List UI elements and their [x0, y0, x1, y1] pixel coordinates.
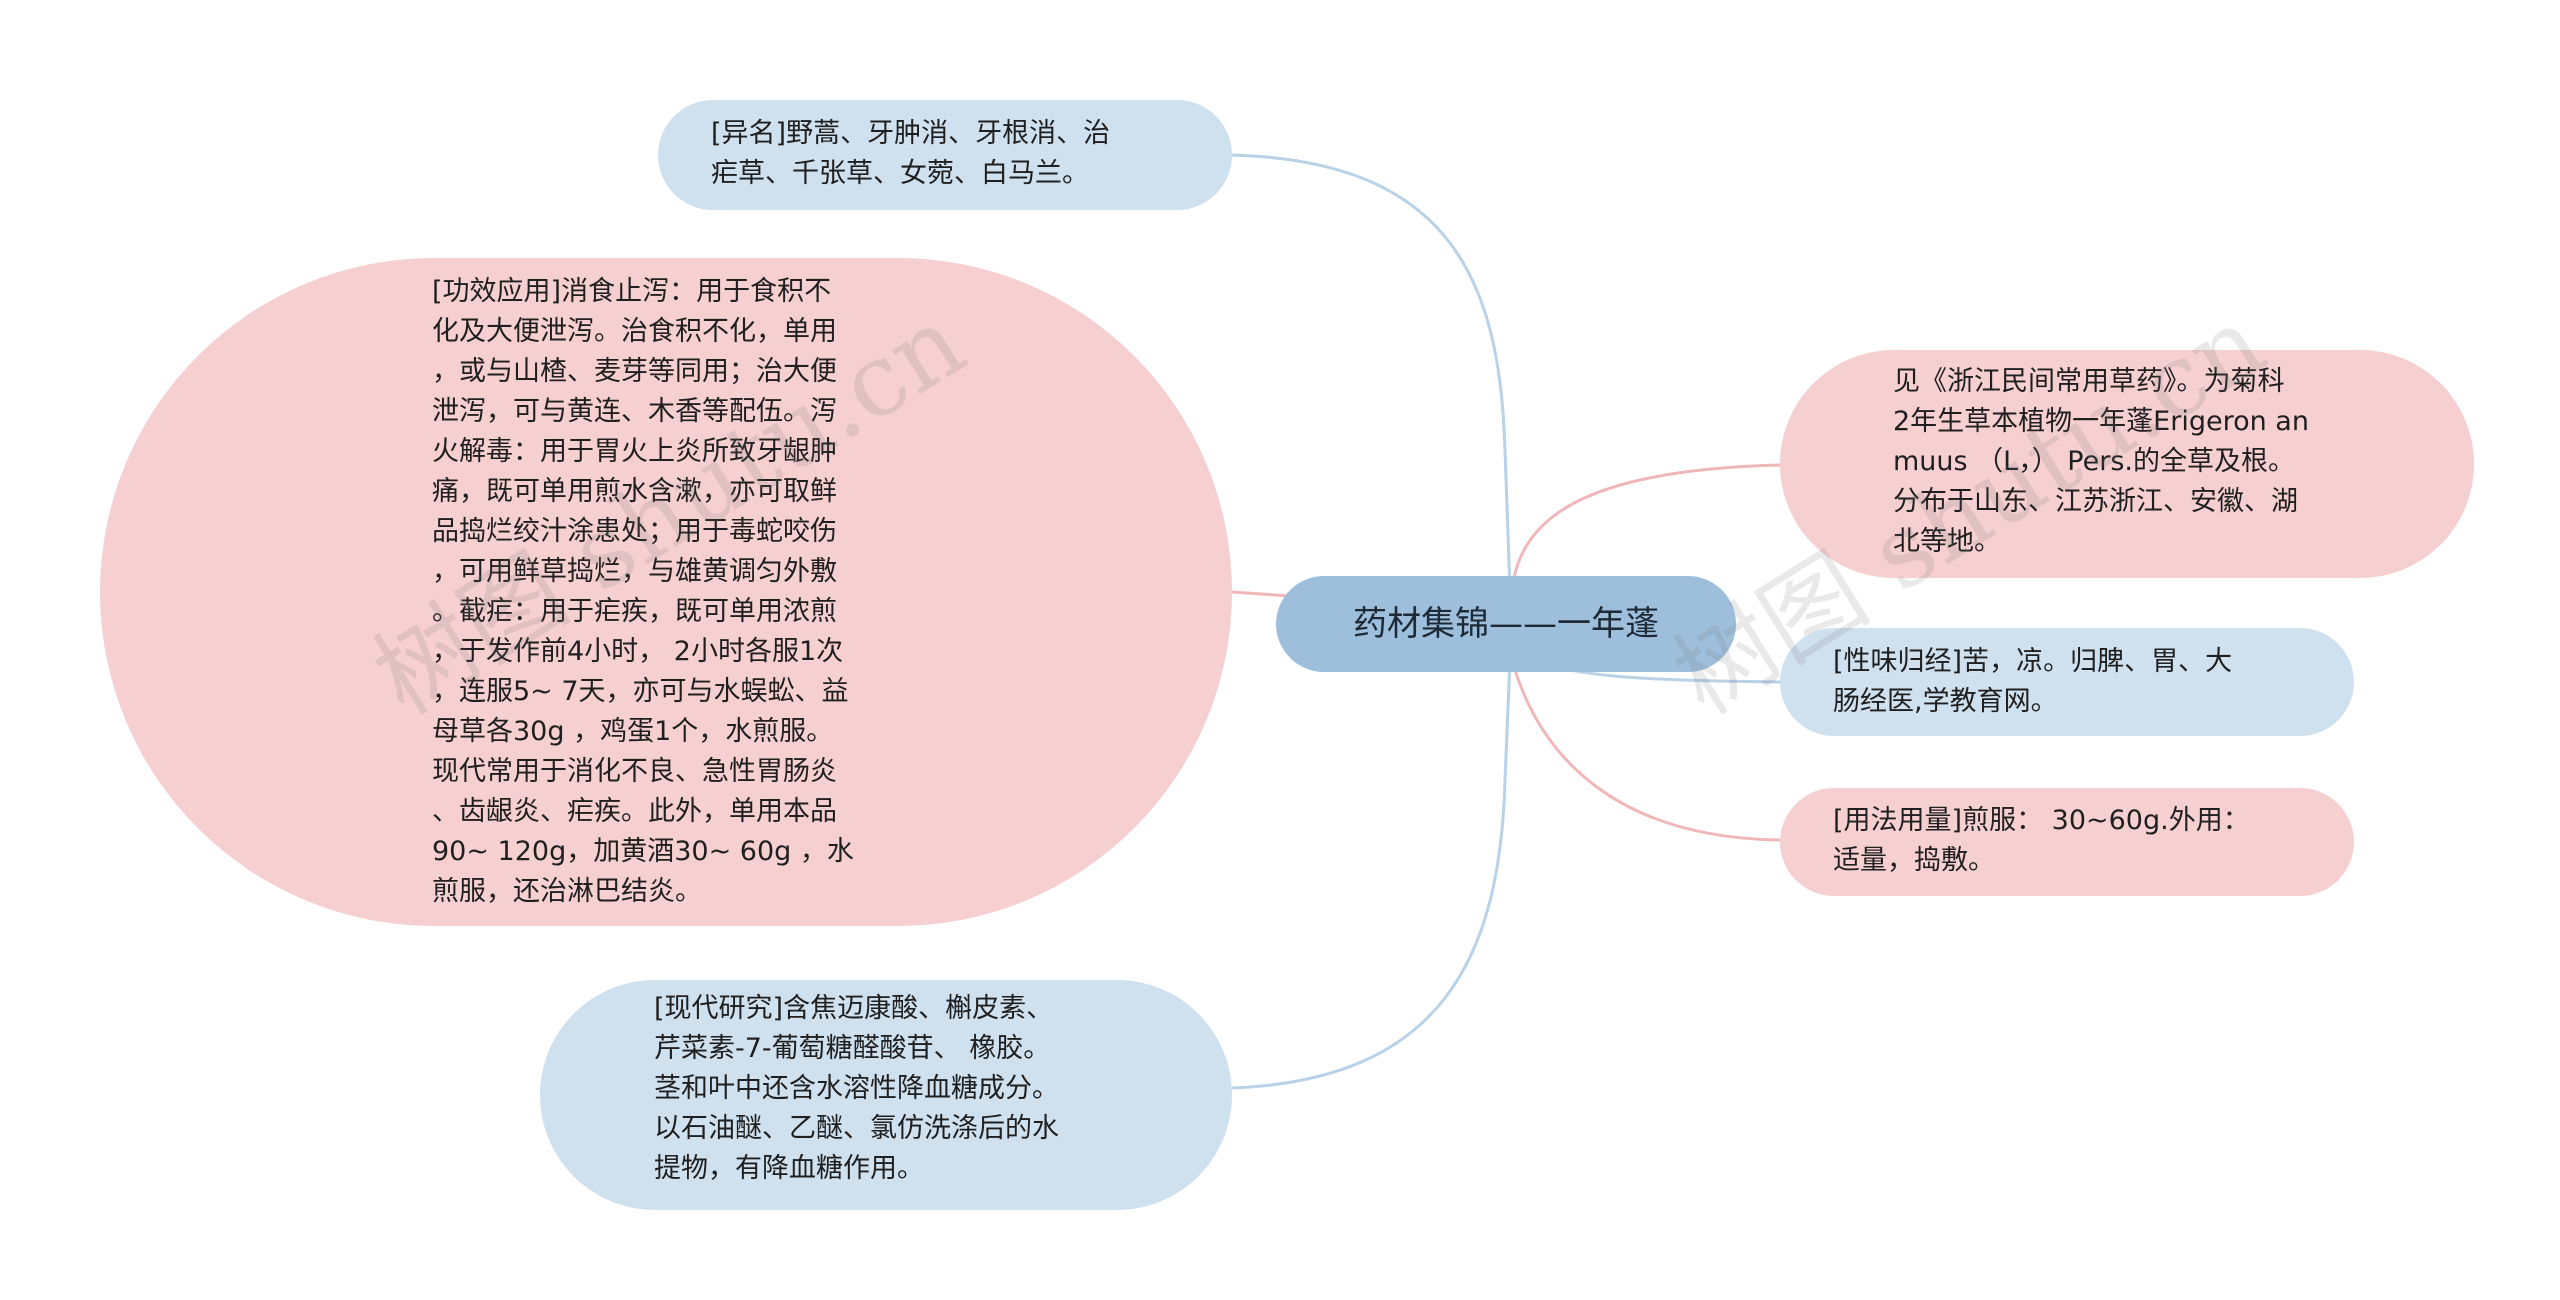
node-nature[interactable]: [性味归经]苦，凉。归脾、胃、大 肠经医,学教育网。 [1780, 628, 2354, 736]
node-research[interactable]: [现代研究]含焦迈康酸、槲皮素、 芹菜素-7-葡萄糖醛酸苷、 橡胶。 茎和叶中还… [540, 980, 1232, 1210]
node-alias-text: [异名]野蒿、牙肿消、牙根消、治 疟草、千张草、女菀、白马兰。 [711, 118, 1111, 189]
link-dosage [1510, 659, 1781, 842]
node-source-text: 见《浙江民间常用草药》。为菊科 2年生草本植物一年蓬Erigeron an mu… [1893, 366, 2309, 557]
link-research [1231, 659, 1512, 1090]
center-topic[interactable]: 药材集锦——一年蓬 [1276, 576, 1736, 672]
node-dosage[interactable]: [用法用量]煎服： 30~60g.外用： 适量，捣敷。 [1780, 788, 2354, 896]
node-dosage-text: [用法用量]煎服： 30~60g.外用： 适量，捣敷。 [1833, 805, 2250, 876]
node-source[interactable]: 见《浙江民间常用草药》。为菊科 2年生草本植物一年蓬Erigeron an mu… [1780, 350, 2474, 578]
node-efficacy[interactable]: [功效应用]消食止泻：用于食积不 化及大便泄泻。治食积不化，单用 ，或与山楂、麦… [100, 258, 1232, 926]
link-source [1510, 463, 1781, 591]
node-research-text: [现代研究]含焦迈康酸、槲皮素、 芹菜素-7-葡萄糖醛酸苷、 橡胶。 茎和叶中还… [654, 993, 1059, 1184]
link-efficacy [1231, 590, 1291, 598]
link-alias [1229, 153, 1512, 591]
center-topic-label: 药材集锦——一年蓬 [1353, 604, 1659, 644]
node-alias[interactable]: [异名]野蒿、牙肿消、牙根消、治 疟草、千张草、女菀、白马兰。 [658, 100, 1232, 210]
node-efficacy-text: [功效应用]消食止泻：用于食积不 化及大便泄泻。治食积不化，单用 ，或与山楂、麦… [432, 276, 854, 907]
node-nature-text: [性味归经]苦，凉。归脾、胃、大 肠经医,学教育网。 [1833, 646, 2233, 717]
